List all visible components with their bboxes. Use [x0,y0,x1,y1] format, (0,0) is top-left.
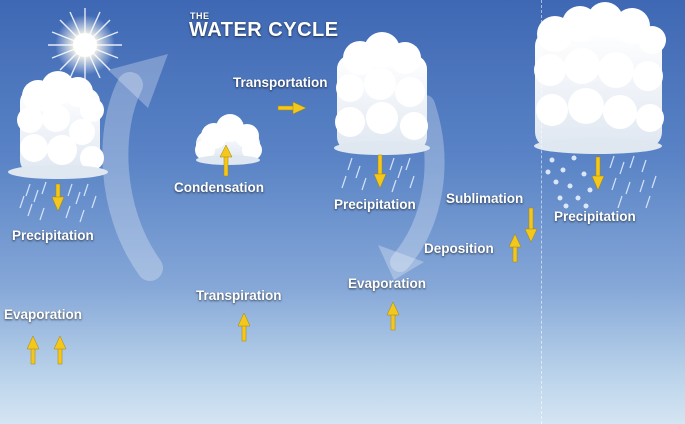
label-evaporation-left: Evaporation [4,307,83,322]
arrow-down-icon [591,156,605,191]
label-precipitation-left: Precipitation [12,228,94,243]
label-transpiration: Transpiration [196,288,282,303]
label-deposition: Deposition [424,241,494,256]
label-precipitation-middle: Precipitation [334,197,416,212]
arrow-up-icon [508,233,522,263]
arrow-right-icon [277,101,307,115]
sun-icon [48,8,122,82]
arrow-up-icon [26,335,40,365]
label-transportation: Transportation [233,75,328,90]
section-divider [541,0,542,424]
arrow-up-icon [237,312,251,342]
label-precipitation-right: Precipitation [554,209,636,224]
title-prefix: THE [190,11,210,21]
arrow-up-icon [386,301,400,331]
arrow-up-icon [53,335,67,365]
arrow-down-icon [524,207,538,243]
label-evaporation-middle: Evaporation [348,276,427,291]
label-sublimation: Sublimation [446,191,524,206]
cloud-icon [195,114,262,165]
snowflake-icon [545,155,593,209]
cloud-icon [334,32,430,155]
cloud-icon [534,2,666,154]
rain-icon [341,157,415,193]
label-condensation: Condensation [174,180,264,195]
page-title: WATER CYCLE [189,19,339,41]
arrow-up-icon [219,144,233,177]
arrow-down-icon [51,183,65,212]
rain-icon [19,181,97,223]
cycle-arrow-icon [102,54,445,281]
arrow-down-icon [373,154,387,189]
rain-icon [609,155,657,209]
cloud-icon [8,71,108,179]
